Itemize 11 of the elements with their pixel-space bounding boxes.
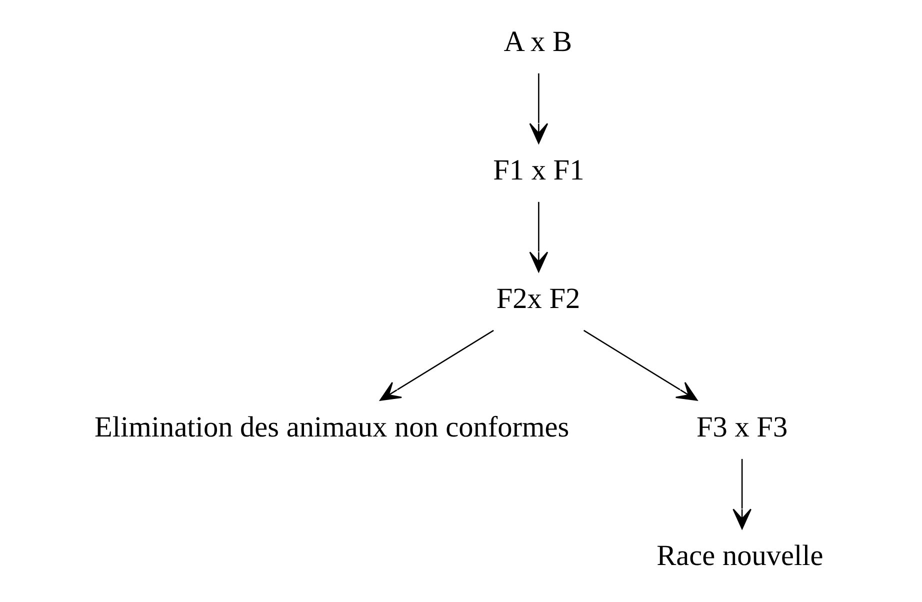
arrow [529, 202, 548, 272]
node-text: F3 x F3 [696, 412, 788, 444]
node-text: F1 x F1 [493, 154, 584, 187]
arrow [583, 330, 698, 401]
node-text: Race nouvelle [656, 540, 824, 572]
arrow [380, 330, 494, 401]
node-text: Elimination des animaux non conformes [94, 412, 570, 444]
arrow [732, 458, 752, 530]
node-text: A x B [504, 26, 572, 58]
node-text: F2x F2 [496, 283, 580, 316]
arrow [529, 73, 548, 144]
